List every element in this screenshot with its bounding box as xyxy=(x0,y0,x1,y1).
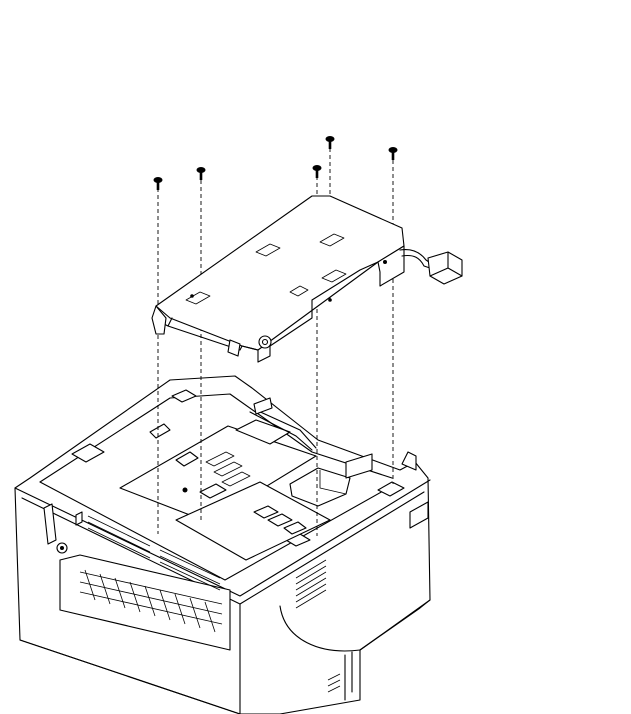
screw-icon xyxy=(154,177,163,190)
screw-icon xyxy=(326,136,335,149)
printer-chassis xyxy=(15,376,430,714)
screw-icon xyxy=(197,167,206,180)
screw-icon xyxy=(389,147,398,160)
screw-set xyxy=(154,136,398,190)
screw-icon xyxy=(313,165,322,178)
shield-bracket xyxy=(152,196,462,362)
